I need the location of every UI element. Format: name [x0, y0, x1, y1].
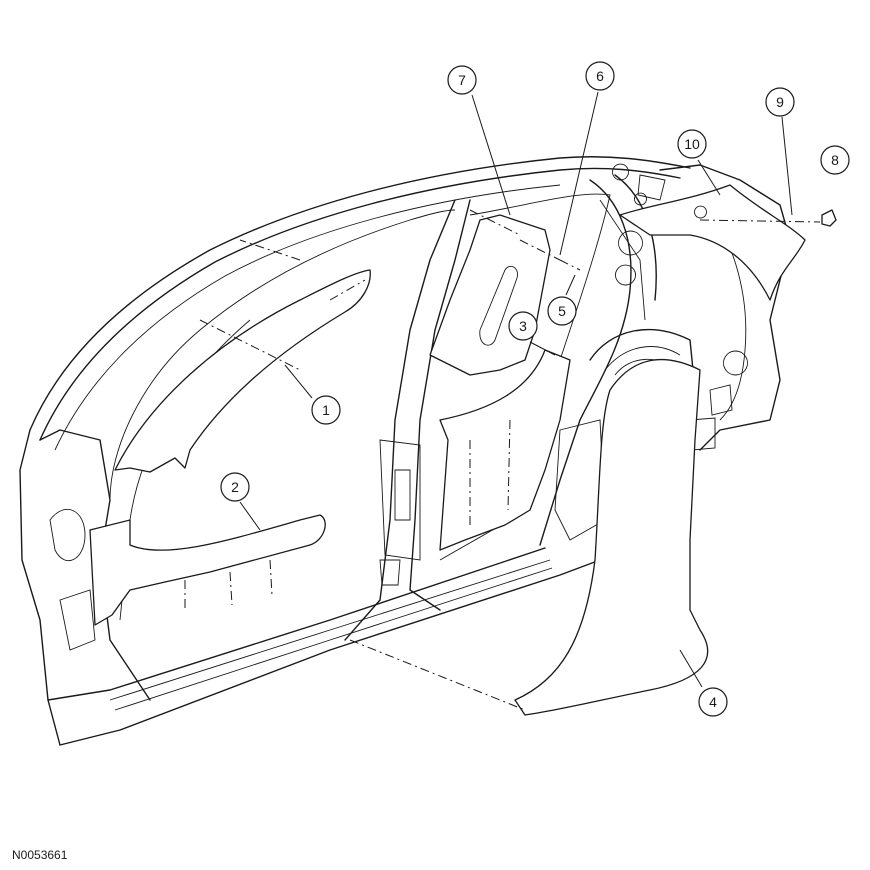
part-1-a-pillar-trim	[114, 269, 371, 473]
svg-text:6: 6	[596, 68, 604, 84]
callout-4: 4	[698, 687, 728, 717]
svg-text:7: 7	[458, 72, 466, 88]
part-4-quarter-trim-panel	[514, 358, 709, 716]
svg-text:8: 8	[831, 152, 839, 168]
part-3-b-pillar-lower-trim	[439, 349, 571, 551]
svg-text:2: 2	[231, 479, 239, 495]
svg-text:4: 4	[709, 694, 717, 710]
leader-lines	[239, 91, 793, 688]
callout-9: 9	[765, 87, 795, 117]
assembly-dashed-lines	[184, 209, 821, 711]
svg-text:5: 5	[558, 303, 566, 319]
callout-6: 6	[585, 61, 615, 91]
callout-8: 8	[820, 145, 850, 175]
svg-text:1: 1	[322, 402, 330, 418]
part-7-b-pillar-upper-trim	[429, 214, 551, 376]
callout-3: 3	[508, 311, 538, 341]
callout-1: 1	[311, 395, 341, 425]
part-10-c-pillar-trim	[619, 184, 806, 301]
svg-text:9: 9	[776, 94, 784, 110]
svg-text:10: 10	[684, 136, 700, 152]
figure-id-label: N0053661	[12, 848, 68, 862]
callout-5: 5	[547, 296, 577, 326]
svg-text:3: 3	[519, 318, 527, 334]
part-2-front-scuff-plate	[89, 514, 326, 626]
part-8-push-pin	[821, 209, 837, 227]
callout-2: 2	[220, 472, 250, 502]
callout-10: 10	[677, 129, 707, 159]
callout-7: 7	[447, 65, 477, 95]
trim-panels	[89, 184, 837, 716]
